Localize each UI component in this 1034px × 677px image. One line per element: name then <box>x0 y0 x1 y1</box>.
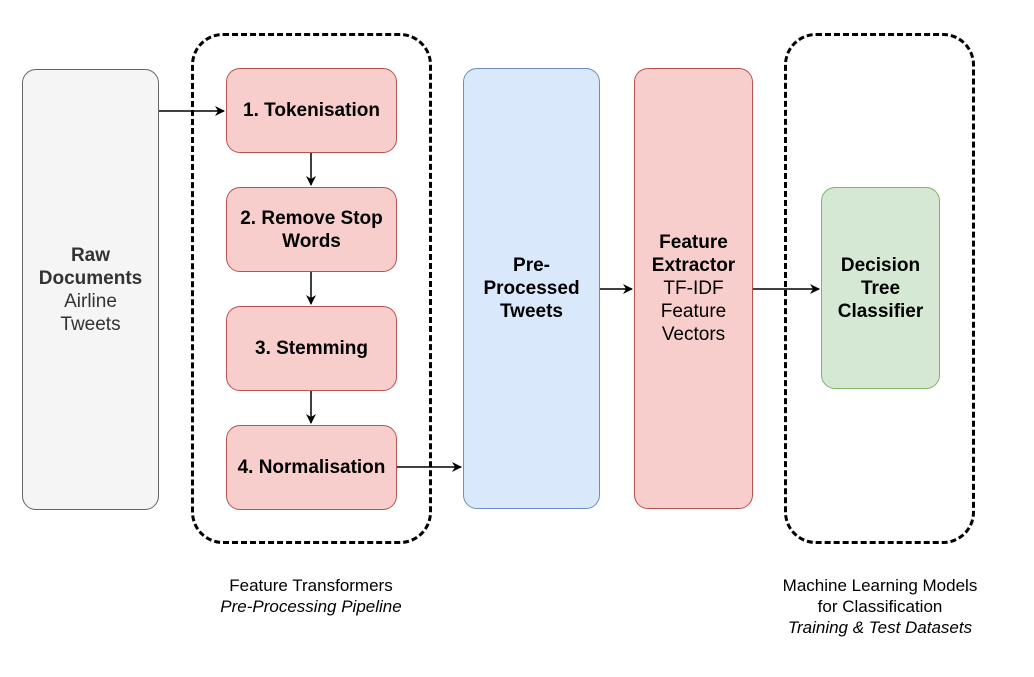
caption-models-sub: Training & Test Datasets <box>787 618 973 637</box>
preprocessed-tweets-box: Pre- Processed Tweets <box>463 68 600 509</box>
raw-documents-title: Raw <box>70 244 111 266</box>
step-label: 4. Normalisation <box>237 457 386 478</box>
step-normalisation: 4. Normalisation <box>226 425 397 510</box>
extractor-title: Feature <box>659 232 728 253</box>
extractor-sub: TF-IDF <box>663 278 724 299</box>
extractor-title-2: Extractor <box>651 255 736 276</box>
decision-tree-classifier-box: Decision Tree Classifier <box>821 187 940 389</box>
raw-documents-sub-2: Tweets <box>60 313 121 335</box>
caption-transformers-title: Feature Transformers <box>229 576 393 595</box>
extractor-sub-2: Feature <box>660 301 727 322</box>
step-remove-stop-words: 2. Remove Stop Words <box>226 187 397 272</box>
caption-models-title: Machine Learning Models <box>782 576 978 595</box>
step-label-2: Words <box>282 230 341 252</box>
feature-transformers-group <box>191 33 432 544</box>
feature-extractor-box: Feature Extractor TF-IDF Feature Vectors <box>634 68 753 509</box>
preprocessed-label-3: Tweets <box>499 301 563 322</box>
feature-transformers-caption: Feature Transformers Pre-Processing Pipe… <box>181 575 441 617</box>
raw-documents-box: Raw Documents Airline Tweets <box>22 69 159 510</box>
raw-documents-sub: Airline <box>64 290 117 312</box>
extractor-sub-3: Vectors <box>661 324 726 345</box>
ml-models-caption: Machine Learning Models for Classificati… <box>740 575 1020 638</box>
step-label: 2. Remove Stop <box>240 207 383 229</box>
classifier-label: Decision <box>840 254 921 276</box>
step-label: 3. Stemming <box>255 338 368 359</box>
raw-documents-title-2: Documents <box>38 267 143 289</box>
preprocessed-label: Pre- <box>513 255 550 276</box>
step-stemming: 3. Stemming <box>226 306 397 391</box>
caption-transformers-sub: Pre-Processing Pipeline <box>220 597 402 616</box>
classifier-label-2: Tree <box>860 277 901 299</box>
classifier-label-3: Classifier <box>837 300 924 322</box>
step-label: 1. Tokenisation <box>243 100 380 121</box>
step-tokenisation: 1. Tokenisation <box>226 68 397 153</box>
preprocessed-label-2: Processed <box>483 278 580 299</box>
caption-models-title-2: for Classification <box>817 597 943 616</box>
